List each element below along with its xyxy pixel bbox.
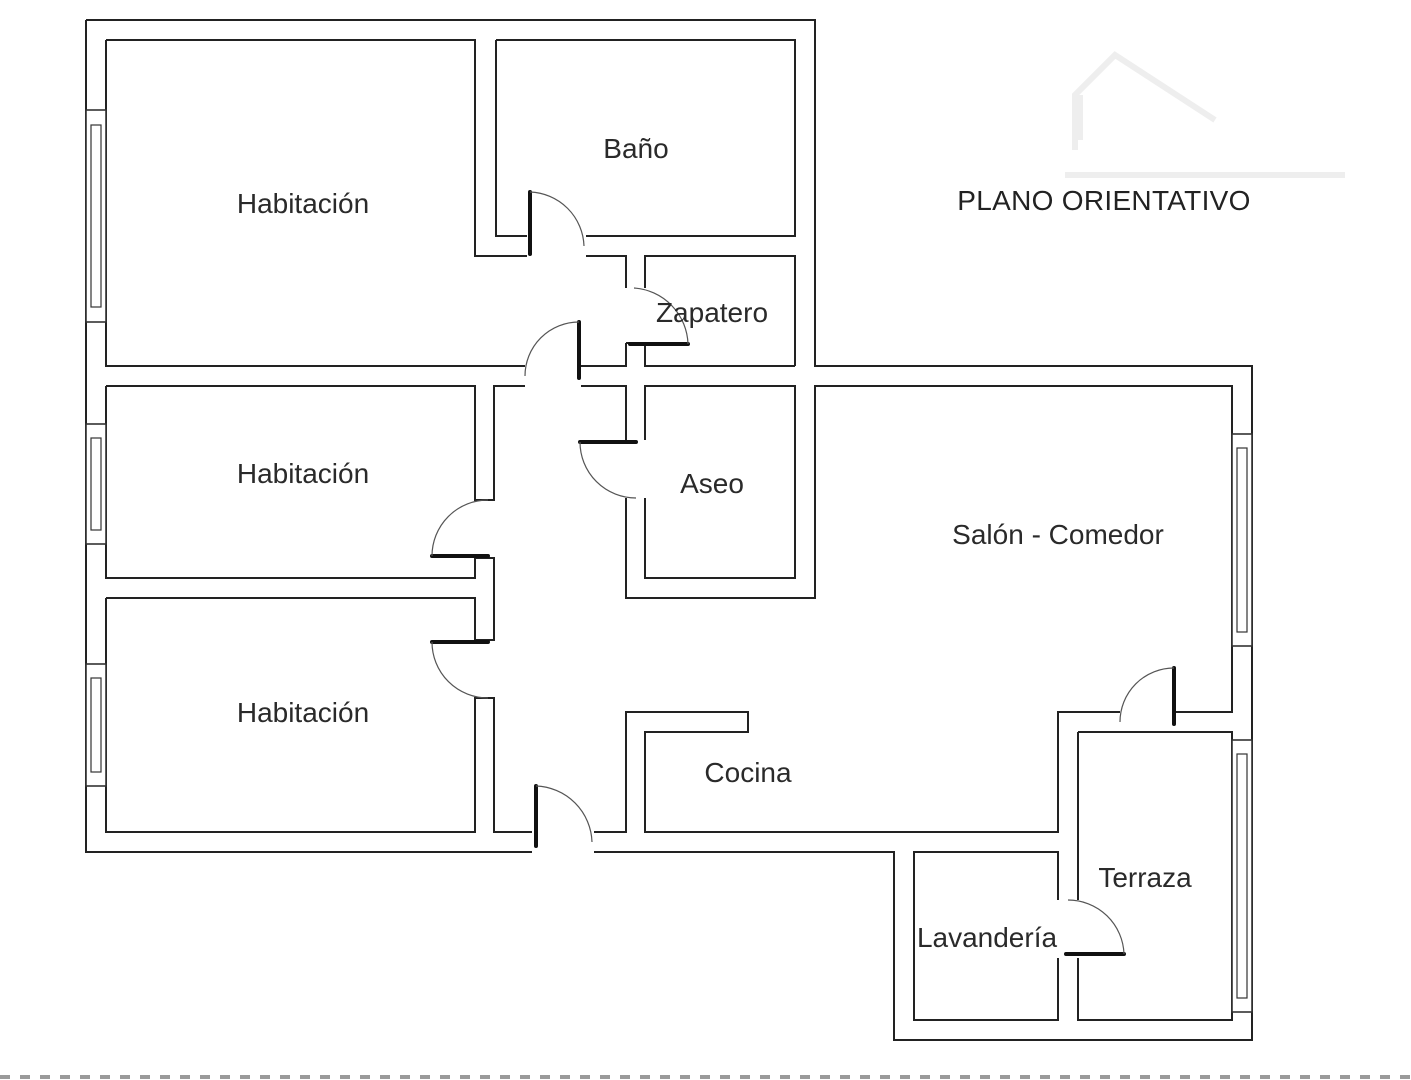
window-salon [1231,433,1253,647]
room-label-terraza: Terraza [1098,862,1192,893]
door-habitacion-3 [430,640,490,699]
watermark-house-icon [1065,51,1345,178]
door-habitacion-1 [524,320,581,380]
room-aseo-walls [594,385,1233,833]
room-label-salon-comedor: Salón - Comedor [952,519,1164,550]
room-label-cocina: Cocina [704,757,792,788]
door-lavanderia [1064,899,1126,956]
room-label-habitacion-3: Habitación [237,697,369,728]
room-habitacion-3-walls [105,598,532,833]
room-label-aseo: Aseo [680,468,744,499]
window-habitacion-1 [85,109,107,323]
room-label-bano: Baño [603,133,668,164]
window-habitacion-2 [85,423,107,545]
room-zapatero-walls [626,342,795,367]
door-zapatero [628,287,690,346]
room-label-zapatero: Zapatero [656,297,768,328]
door-entrada [534,784,593,848]
room-label-habitacion-1: Habitación [237,188,369,219]
room-terraza-walls [913,731,1233,1021]
plan-title: PLANO ORIENTATIVO [957,185,1250,216]
room-label-habitacion-2: Habitación [237,458,369,489]
window-habitacion-3 [85,663,107,787]
door-terraza [1119,666,1176,726]
room-bano-walls [475,39,796,366]
door-habitacion-2 [430,499,490,558]
window-terraza [1231,739,1253,1013]
door-bano [528,190,585,256]
room-label-lavanderia: Lavandería [917,922,1058,953]
room-habitacion-2-walls [105,385,627,641]
door-aseo [578,440,638,499]
